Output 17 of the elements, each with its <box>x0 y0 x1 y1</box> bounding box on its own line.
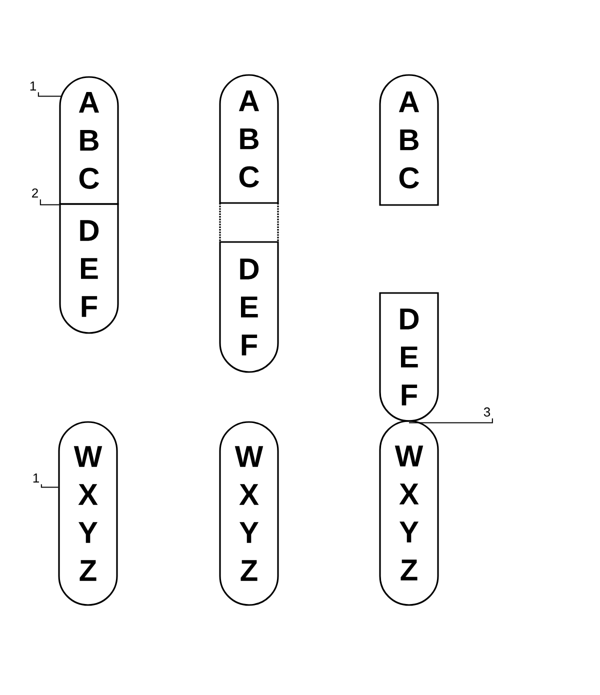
leader-line <box>40 484 59 488</box>
chromosome-segment: A B C <box>59 76 119 205</box>
leader-line <box>38 92 62 97</box>
chromosome-segment: W X Y Z <box>58 421 118 606</box>
callout-number: 3 <box>484 407 490 417</box>
chromosome-segment: W X Y Z <box>379 420 439 606</box>
gap-segment <box>219 202 279 243</box>
chromosome-segment: W X Y Z <box>219 421 279 606</box>
chromosome-segment: D E F <box>59 203 119 334</box>
chromosome-segment: A B C <box>219 74 279 204</box>
chromosome-segment: D E F <box>379 292 439 422</box>
callout-number: 1 <box>33 474 39 482</box>
chromosome-segment: D E F <box>219 241 279 373</box>
leader-line <box>40 198 60 206</box>
chromosome-segment: A B C <box>379 74 439 206</box>
callout-number: 2 <box>32 188 38 198</box>
callout-number: 1 <box>30 82 36 90</box>
